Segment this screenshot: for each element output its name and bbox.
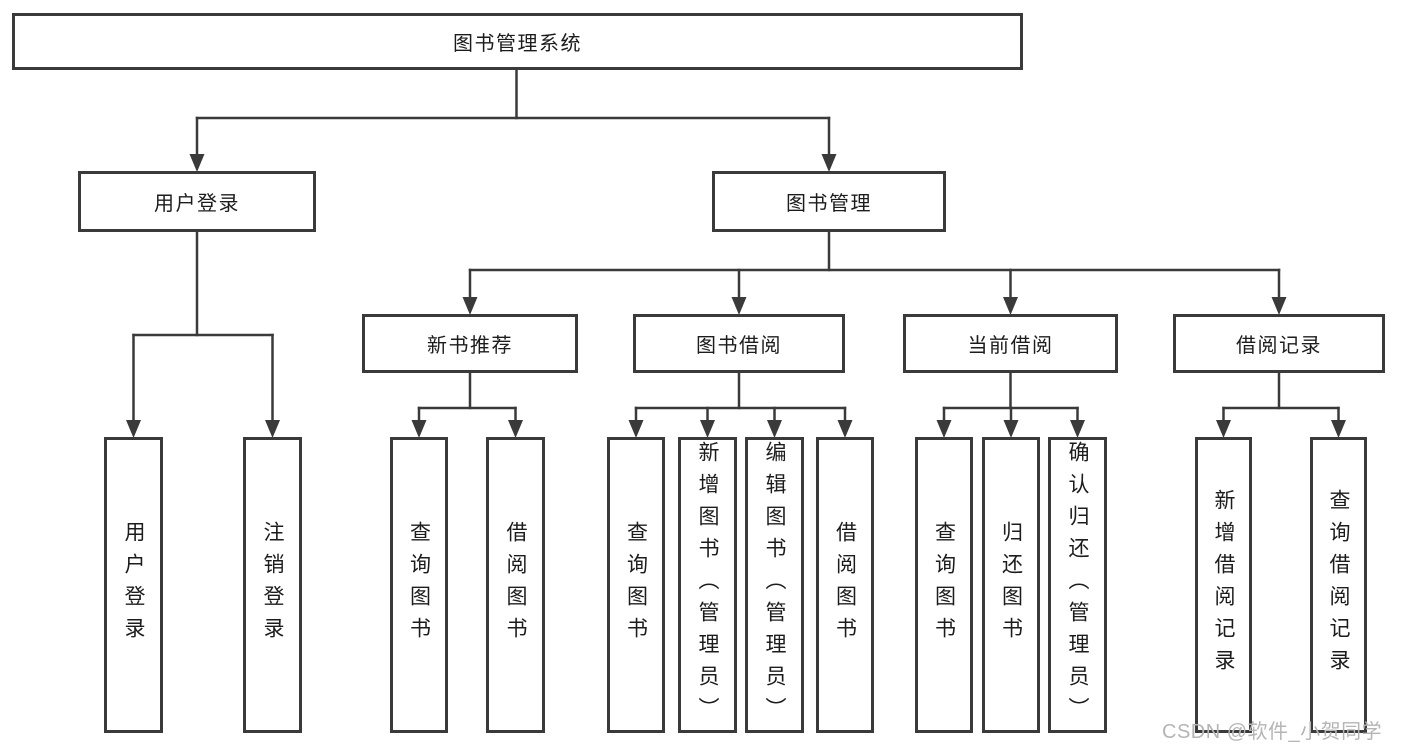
leaf-edit-book-admin: 编辑图书（管理员）	[745, 437, 804, 733]
csdn-watermark: CSDN @软件_小贺同学	[1162, 721, 1383, 743]
leaf-query-books: 查询图书	[607, 437, 665, 733]
leaf-add-borrow-record: 新增借阅记录	[1195, 437, 1252, 733]
leaf-return-books: 归还图书	[982, 437, 1040, 733]
node-user-login: 用户登录	[78, 171, 316, 232]
leaf-borrow-books: 借阅图书	[816, 437, 874, 733]
node-library-management-system: 图书管理系统	[12, 13, 1023, 70]
leaf-borrow-books: 借阅图书	[486, 437, 545, 733]
leaf-logout: 注销登录	[243, 437, 302, 733]
node-book-borrowing: 图书借阅	[633, 314, 845, 373]
leaf-query-borrow-record: 查询借阅记录	[1310, 437, 1367, 733]
node-borrowing-records: 借阅记录	[1173, 314, 1385, 373]
leaf-query-books: 查询图书	[915, 437, 973, 733]
leaf-query-books: 查询图书	[390, 437, 448, 733]
leaf-add-book-admin: 新增图书（管理员）	[678, 437, 737, 733]
leaf-confirm-return-admin: 确认归还（管理员）	[1048, 437, 1107, 733]
node-new-book-recommendation: 新书推荐	[362, 314, 578, 373]
node-current-borrowing: 当前借阅	[903, 314, 1118, 373]
leaf-user-login: 用户登录	[104, 437, 163, 733]
node-book-management: 图书管理	[712, 171, 946, 232]
